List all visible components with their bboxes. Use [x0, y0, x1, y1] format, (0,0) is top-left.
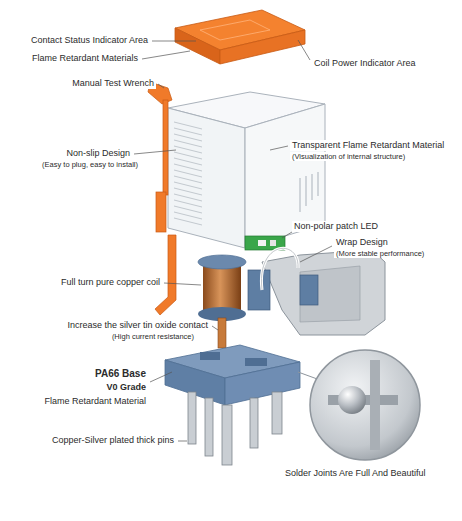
non-slip-ribs [174, 164, 202, 171]
non-slip-ribs [174, 194, 202, 201]
callout-label: Non-slip Design [64, 148, 132, 159]
leader-line [150, 372, 172, 382]
leader-line [282, 232, 292, 238]
top-cover [175, 10, 305, 64]
callout-note: (More stable performance) [334, 249, 426, 258]
leader-line [142, 51, 190, 59]
metal-frame [261, 248, 298, 290]
housing-marks [311, 174, 312, 200]
callout-label: Full turn pure copper coil [59, 277, 162, 288]
base [200, 352, 220, 360]
non-slip-ribs [174, 122, 202, 225]
manual-test-wrench [163, 100, 168, 195]
copper-coil [218, 318, 226, 348]
non-slip-ribs [174, 188, 202, 195]
leader-line [134, 40, 332, 441]
metal-frame [300, 266, 360, 322]
non-slip-ribs [174, 134, 202, 141]
non-slip-ribs [174, 206, 202, 213]
magnifier [338, 386, 366, 414]
callout-label: Flame Retardant Materials [30, 53, 140, 64]
callout-note: (Visualization of internal structure) [290, 152, 407, 161]
pins [222, 405, 232, 465]
leader-line [134, 150, 176, 154]
pins [188, 392, 282, 465]
leader-line [270, 146, 288, 150]
top-cover [175, 28, 220, 64]
callout-note: (Easy to plug, easy to install) [40, 160, 140, 169]
copper-coil [198, 255, 246, 269]
housing-marks [300, 172, 318, 212]
callout-label: Copper-Silver plated thick pins [50, 435, 176, 446]
pins [188, 392, 196, 444]
housing-marks [317, 172, 318, 196]
non-slip-ribs [174, 212, 202, 219]
callout-label: Flame Retardant Material [42, 396, 148, 407]
callout-label: Transparent Flame Retardant Material [290, 140, 446, 151]
magnifier [310, 350, 420, 460]
magnifier [370, 360, 380, 450]
leader-line [212, 326, 218, 330]
top-cover [200, 20, 270, 40]
callout-label: Contact Status Indicator Area [29, 35, 150, 46]
callout-label: Manual Test Wrench [70, 78, 156, 89]
leader-line [300, 246, 332, 262]
callout-label: PA66 Base [93, 368, 148, 380]
non-slip-ribs [174, 182, 202, 189]
metal-frame [262, 250, 385, 335]
metal-frame [248, 248, 385, 335]
manual-test-wrench [155, 235, 176, 315]
non-slip-ribs [174, 158, 202, 165]
leader-line [164, 283, 201, 285]
pins [205, 398, 213, 456]
pins [272, 392, 282, 434]
leader-line [298, 40, 310, 60]
leader-line [158, 84, 164, 88]
copper-coil [198, 255, 246, 348]
non-slip-ribs [174, 146, 202, 153]
transparent-housing [168, 108, 245, 248]
base [245, 358, 267, 366]
callout-label: Non-polar patch LED [292, 221, 380, 232]
copper-coil [203, 262, 241, 314]
metal-frame [248, 270, 270, 310]
non-slip-ribs [174, 128, 202, 135]
housing-marks [305, 176, 306, 206]
base [225, 362, 300, 405]
callout-label: V0 Grade [104, 382, 148, 393]
callout-label: Increase the silver tin oxide contact [65, 320, 210, 331]
non-slip-ribs [174, 218, 202, 225]
top-cover [220, 30, 305, 64]
led-board [270, 240, 276, 246]
non-slip-ribs [174, 140, 202, 147]
callout-label: Coil Power Indicator Area [312, 58, 418, 69]
housing-marks [299, 178, 300, 212]
manual-test-wrench [156, 192, 166, 232]
non-slip-ribs [174, 200, 202, 207]
callout-note: (High current resistance) [110, 332, 196, 341]
metal-frame [261, 248, 298, 290]
callout-label: Wrap Design [334, 237, 390, 248]
non-slip-ribs [174, 170, 202, 177]
magnifier [298, 350, 420, 460]
non-slip-ribs [174, 122, 202, 129]
non-slip-ribs [174, 152, 202, 159]
metal-frame [300, 275, 318, 305]
callout-label: Solder Joints Are Full And Beautiful [283, 468, 428, 479]
leader-line [178, 441, 187, 442]
leader-line [152, 41, 196, 42]
non-slip-ribs [174, 176, 202, 183]
pins [250, 398, 258, 448]
led-board [258, 240, 266, 246]
